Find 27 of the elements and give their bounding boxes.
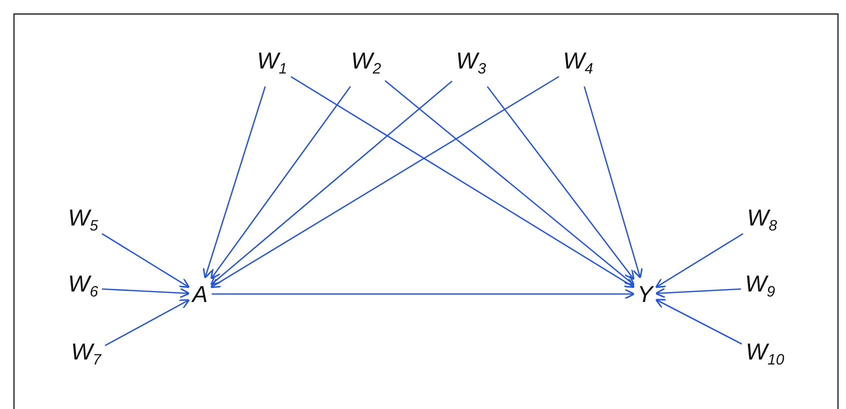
- arrow: [210, 80, 452, 286]
- arrow: [104, 299, 190, 346]
- variable-label: W$_{7}$: [70, 338, 102, 374]
- arrow: [210, 86, 351, 280]
- arrow: [290, 76, 635, 288]
- arrow: [102, 233, 190, 288]
- arrow: [210, 76, 560, 288]
- variable-label: W$_{6}$: [68, 270, 98, 306]
- arrow: [384, 80, 635, 286]
- variable-label: W$_{3}$: [456, 48, 486, 82]
- arrow: [655, 233, 744, 288]
- arrow: [486, 86, 635, 280]
- variable-label: W$_{10}$: [746, 338, 784, 374]
- variable-label: W$_{4}$: [562, 48, 594, 82]
- variable-label: W$_{5}$: [68, 204, 98, 240]
- arrow: [202, 86, 266, 279]
- variable-label: W$_{2}$: [350, 48, 382, 82]
- variable-label: W$_{1}$: [256, 48, 288, 82]
- arrow: [655, 298, 742, 345]
- variable-label: W$_{8}$: [746, 204, 778, 240]
- arrow: [102, 288, 190, 298]
- arrow: [212, 288, 635, 300]
- variable-label: Y: [637, 281, 653, 307]
- variable-label: W$_{9}$: [744, 270, 776, 306]
- arrow: [655, 288, 742, 298]
- arrow: [584, 86, 643, 279]
- variable-label: A: [192, 281, 208, 307]
